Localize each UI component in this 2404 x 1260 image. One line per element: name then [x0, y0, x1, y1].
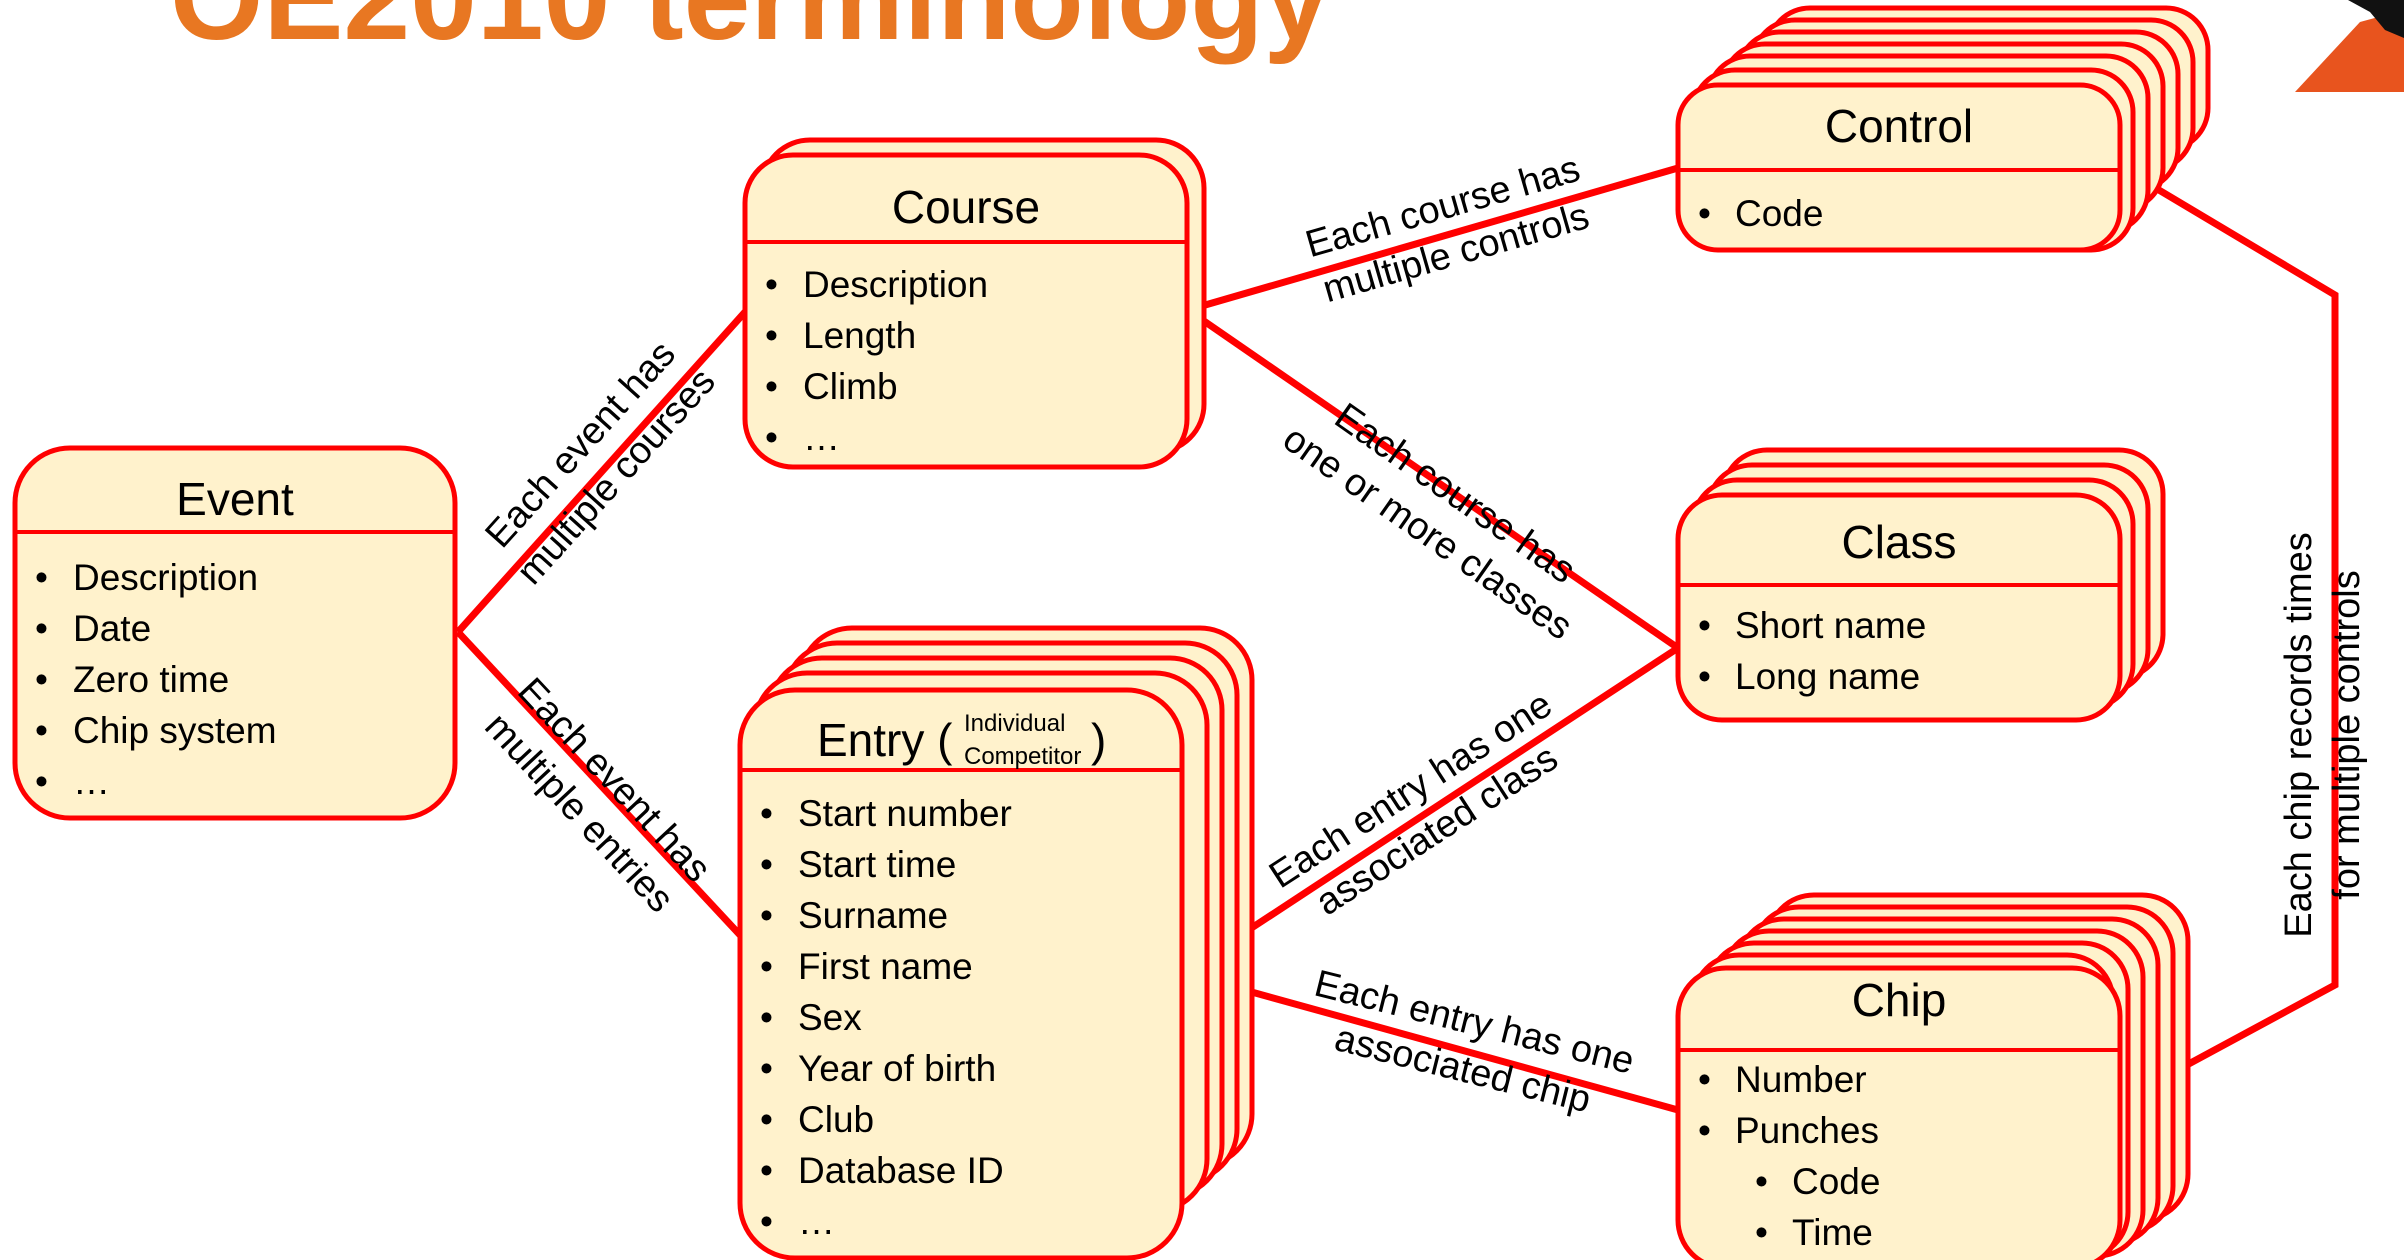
svg-text:•: •: [1755, 1212, 1768, 1253]
svg-text:•: •: [760, 793, 773, 834]
relation-entry-chip: Each entry has one associated chip: [1310, 963, 1638, 1122]
relation-course-controls: Each course has multiple controls: [1301, 148, 1594, 311]
list-item: Start number: [798, 793, 1012, 834]
relation-chip-controls: Each chip records times for multiple con…: [2278, 532, 2368, 938]
svg-text:•: •: [760, 1099, 773, 1140]
list-item: Sex: [798, 997, 862, 1038]
list-item: Long name: [1735, 656, 1920, 697]
chip-entity: Chip • Number • Punches • Code • Time: [1675, 892, 2191, 1260]
svg-text:•: •: [35, 710, 48, 751]
class-title: Class: [1841, 516, 1956, 568]
event-items: • Description • Date • Zero time • Chip syst…: [35, 557, 277, 802]
list-item: Surname: [798, 895, 948, 936]
list-item: Description: [803, 264, 988, 305]
list-item: Database ID: [798, 1150, 1004, 1191]
sub-list-item: Time: [1792, 1212, 1873, 1253]
course-items: • Description • Length • Climb • …: [765, 264, 988, 458]
course-class-connector: [1186, 307, 1680, 651]
course-title: Course: [892, 181, 1040, 233]
class-items: • Short name • Long name: [1698, 605, 1926, 697]
entry-class-connector: [1181, 645, 1680, 976]
svg-text:•: •: [1698, 656, 1711, 697]
list-item: Zero time: [73, 659, 229, 700]
svg-text:•: •: [1755, 1161, 1768, 1202]
chip-items: • Number • Punches • Code • Time: [1698, 1059, 1880, 1253]
list-item: Start time: [798, 844, 956, 885]
list-item: Description: [73, 557, 258, 598]
svg-text:•: •: [765, 264, 778, 305]
list-item: Date: [73, 608, 151, 649]
list-item: Length: [803, 315, 916, 356]
list-item: …: [803, 417, 840, 458]
entry-title-note-line1: Individual: [964, 710, 1065, 737]
event-entity: Event • Description • Date • Zero time • Chi…: [12, 445, 458, 821]
relation-label-line1: Each chip records times: [2278, 532, 2320, 938]
list-item: Climb: [803, 366, 898, 407]
svg-text:•: •: [760, 895, 773, 936]
list-item: Punches: [1735, 1110, 1879, 1151]
list-item: Club: [798, 1099, 874, 1140]
svg-text:•: •: [1698, 193, 1711, 234]
relation-event-courses: Each event has multiple courses: [477, 333, 723, 593]
list-item: Chip system: [73, 710, 277, 751]
svg-text:•: •: [35, 761, 48, 802]
relation-event-entries: Each event has multiple entries: [476, 670, 718, 921]
entry-title-note-line2: Competitor: [964, 743, 1081, 770]
list-item: …: [798, 1201, 835, 1242]
svg-text:•: •: [35, 659, 48, 700]
svg-text:•: •: [760, 997, 773, 1038]
svg-text:•: •: [765, 315, 778, 356]
svg-text:•: •: [760, 1150, 773, 1191]
svg-text:•: •: [765, 366, 778, 407]
entry-chip-connector: [1182, 969, 1679, 1114]
list-item: Number: [1735, 1059, 1867, 1100]
entry-items: • Start number • Start time • Surname • Firs…: [760, 793, 1012, 1242]
svg-text:•: •: [1698, 1110, 1711, 1151]
entry-entity: Entry ( Individual Competitor ) • Start n…: [737, 625, 1255, 1260]
connectors: [455, 164, 2339, 1114]
control-items: • Code: [1698, 193, 1823, 234]
entry-title-close: ): [1091, 714, 1106, 766]
class-entity: Class • Short name • Long name: [1675, 447, 2166, 723]
event-title: Event: [176, 473, 294, 525]
corner-logo: [2295, 0, 2404, 92]
chip-title: Chip: [1852, 974, 1947, 1026]
list-item: …: [73, 761, 110, 802]
list-item: First name: [798, 946, 973, 987]
control-title: Control: [1825, 100, 1973, 152]
svg-text:•: •: [1698, 1059, 1711, 1100]
list-item: Short name: [1735, 605, 1926, 646]
event-entry-connector: [455, 629, 743, 938]
svg-text:•: •: [765, 417, 778, 458]
svg-text:•: •: [35, 608, 48, 649]
svg-text:•: •: [35, 557, 48, 598]
sub-list-item: Code: [1792, 1161, 1880, 1202]
course-entity: Course • Description • Length • Climb • …: [742, 137, 1207, 470]
svg-text:•: •: [1698, 605, 1711, 646]
control-entity: Control • Code: [1675, 5, 2211, 253]
svg-text:•: •: [760, 1201, 773, 1242]
entry-title: Entry (: [817, 714, 953, 766]
list-item: Year of birth: [798, 1048, 996, 1089]
relation-entry-class: Each entry has one associated class: [1262, 683, 1565, 924]
page-title: OE2010 terminology: [170, 0, 1330, 58]
svg-text:•: •: [760, 844, 773, 885]
chip-control-connector: [2120, 164, 2339, 1104]
event-course-connector: [455, 309, 748, 635]
course-control-connector: [1187, 164, 1679, 314]
relation-label-line2: for multiple controls: [2326, 570, 2368, 899]
relation-course-classes: Each course has one or more classes: [1275, 395, 1583, 648]
svg-text:•: •: [760, 946, 773, 987]
svg-text:•: •: [760, 1048, 773, 1089]
list-item: Code: [1735, 193, 1823, 234]
